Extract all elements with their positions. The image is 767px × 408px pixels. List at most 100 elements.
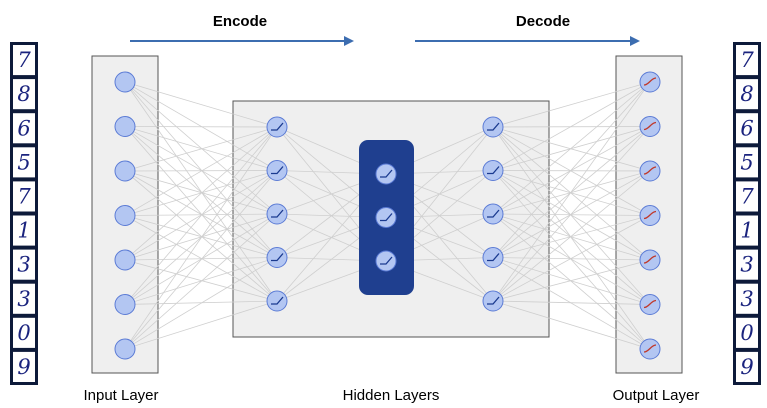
- input-digit: 6: [17, 116, 30, 140]
- output-digit: 3: [740, 253, 753, 277]
- output-node: [639, 249, 661, 271]
- decode-arrow: [415, 36, 640, 46]
- connection-line: [492, 126, 651, 302]
- hidden-node: [266, 247, 288, 268]
- relu-icon: [487, 166, 500, 175]
- connection-line: [492, 81, 651, 215]
- input-node: [114, 249, 136, 271]
- sigmoid-icon: [643, 210, 657, 220]
- relu-icon: [271, 166, 284, 175]
- output-node: [639, 338, 661, 360]
- input-digit-cell: [13, 181, 35, 212]
- input-digit: 1: [17, 219, 30, 243]
- sigmoid-icon: [643, 344, 657, 353]
- connection-line: [492, 170, 651, 261]
- relu-icon: [487, 122, 500, 131]
- input-digit-cell: [13, 317, 35, 348]
- connection-line: [124, 126, 278, 172]
- connection-line: [124, 215, 278, 258]
- relu-icon: [487, 296, 500, 305]
- connection-line: [492, 126, 651, 216]
- hidden-node: [266, 203, 288, 225]
- connection-line: [492, 213, 651, 305]
- input-digit-cell: [13, 351, 35, 382]
- decode-label: Decode: [516, 13, 570, 30]
- output-digit: 1: [740, 219, 753, 243]
- connection-line: [492, 81, 651, 258]
- connection-line: [492, 300, 651, 350]
- connection-line: [124, 170, 278, 172]
- input-layer-label: Input Layer: [83, 387, 158, 404]
- connection-line: [124, 213, 278, 350]
- output-node: [639, 294, 661, 315]
- connection-line: [124, 126, 278, 215]
- input-node: [114, 160, 136, 182]
- connection-line: [124, 126, 278, 258]
- connection-line: [124, 170, 278, 215]
- connection-line: [492, 81, 651, 171]
- connection-line: [124, 126, 278, 261]
- output-node: [639, 205, 661, 226]
- connection-line: [124, 126, 278, 216]
- connection-line: [492, 215, 651, 302]
- hidden-node: [266, 116, 288, 138]
- encode-arrow: [130, 36, 354, 46]
- output-node: [639, 160, 661, 182]
- output-digit: 0: [740, 321, 753, 345]
- sigmoid-icon: [643, 166, 657, 175]
- sigmoid-icon: [643, 77, 657, 86]
- bottleneck-node: [375, 250, 397, 272]
- input-digit-cell: [13, 283, 35, 314]
- relu-icon: [380, 169, 393, 178]
- input-node: [114, 116, 136, 137]
- input-node: [114, 205, 136, 226]
- input-node: [114, 338, 136, 360]
- sigmoid-icon: [643, 299, 657, 309]
- output-node: [639, 116, 661, 137]
- connection-line: [492, 126, 651, 128]
- output-digit: 9: [740, 355, 753, 379]
- connection-line: [492, 213, 651, 350]
- connection-line: [492, 213, 651, 261]
- input-digit-cell: [13, 249, 35, 280]
- output-digit-cell: [736, 215, 758, 246]
- input-digit: 5: [17, 150, 30, 174]
- output-digit-cell: [736, 181, 758, 212]
- input-digit-cell: [13, 215, 35, 246]
- output-digit-cell: [736, 147, 758, 178]
- input-digit: 3: [17, 253, 30, 277]
- input-digit: 7: [17, 184, 31, 208]
- connection-line: [124, 126, 278, 305]
- relu-icon: [271, 253, 284, 262]
- connection-line: [124, 81, 278, 128]
- output-digit: 7: [740, 184, 754, 208]
- output-digit-cell: [736, 283, 758, 314]
- encode-label: Encode: [213, 13, 267, 30]
- input-digit: 3: [17, 287, 30, 311]
- connection-line: [124, 215, 278, 302]
- connection-line: [124, 170, 278, 258]
- relu-icon: [271, 122, 284, 131]
- connection-line: [124, 300, 278, 305]
- connection-line: [124, 213, 278, 216]
- connections: [124, 81, 651, 350]
- output-node: [639, 71, 661, 93]
- input-digit-cell: [13, 113, 35, 144]
- output-digit-cell: [736, 249, 758, 280]
- connection-line: [492, 126, 651, 305]
- hidden-node: [266, 160, 288, 181]
- connection-line: [492, 81, 651, 128]
- input-digit-cell: [13, 147, 35, 178]
- hidden-node: [482, 290, 504, 312]
- relu-icon: [380, 256, 393, 265]
- connection-line: [492, 257, 651, 305]
- output-digit: 8: [740, 82, 753, 106]
- hidden-layers-label: Hidden Layers: [343, 387, 440, 404]
- relu-icon: [380, 213, 393, 222]
- hidden-node: [482, 247, 504, 268]
- bottleneck-node: [375, 207, 397, 228]
- connection-line: [124, 81, 278, 215]
